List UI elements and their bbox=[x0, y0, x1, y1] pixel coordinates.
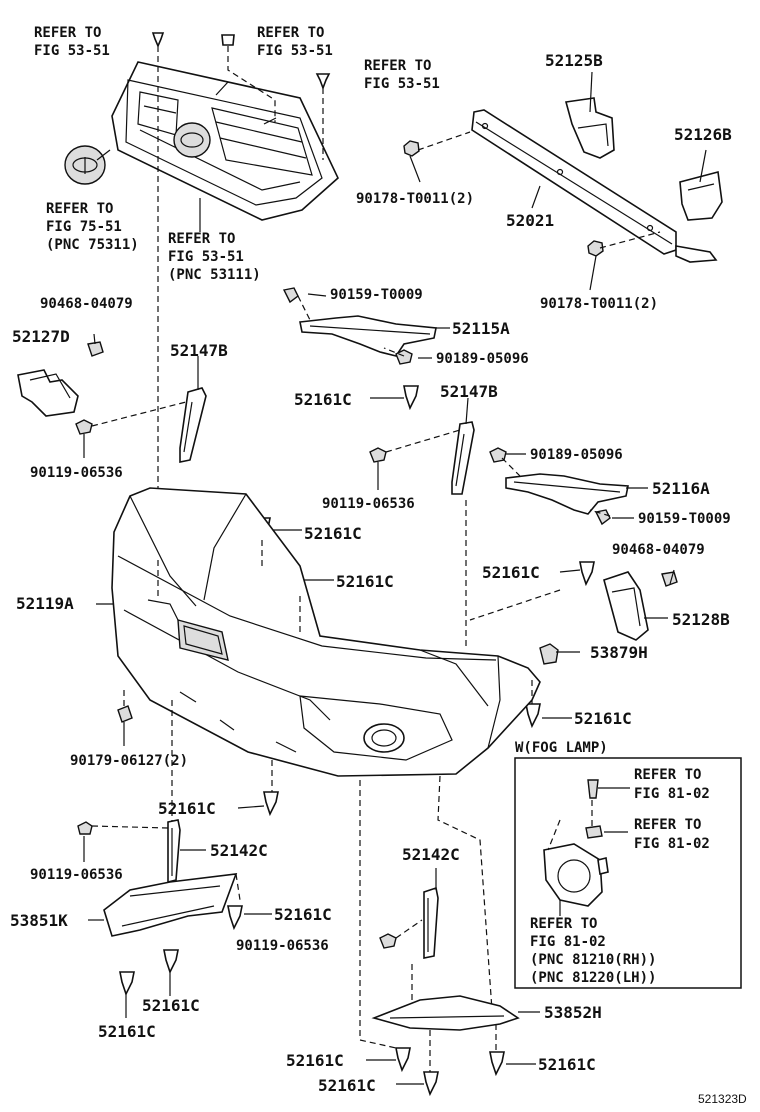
under-cover-53851k bbox=[103, 873, 238, 937]
part-label-52161c-a: 52161C bbox=[294, 390, 352, 409]
bracket-52116a bbox=[505, 473, 629, 515]
part-label-90468-a: 90468-04079 bbox=[40, 296, 133, 312]
part-label-52125b: 52125B bbox=[545, 51, 603, 70]
part-label-52147b-a: 52147B bbox=[170, 341, 228, 360]
screw-90119-icon bbox=[75, 419, 397, 949]
refer-pnc-lh: (PNC 81220(LH)) bbox=[530, 970, 656, 986]
refer-fig: FIG 53-51 bbox=[34, 43, 110, 59]
refer-fig: FIG 81-02 bbox=[530, 934, 606, 950]
part-label-90159-b: 90159-T0009 bbox=[638, 511, 731, 527]
refer-to-53-51-a: REFER TO FIG 53-51 bbox=[34, 25, 110, 59]
radiator-grille bbox=[111, 61, 339, 221]
part-label-90119-d: 90119-06536 bbox=[236, 938, 329, 954]
part-label-90178-a: 90178-T0011(2) bbox=[356, 191, 474, 207]
fog-lamp bbox=[543, 843, 609, 907]
refer-to-53-51-d: REFER TO FIG 53-51 (PNC 53111) bbox=[168, 231, 261, 283]
part-label-53879h: 53879H bbox=[590, 643, 648, 662]
fog-refer-a: REFER TO FIG 81-02 bbox=[634, 767, 710, 802]
part-label-52161c-d: 52161C bbox=[482, 563, 540, 582]
grille-clip-icon bbox=[151, 32, 331, 91]
fog-refer-b: REFER TO FIG 81-02 bbox=[634, 817, 710, 852]
refer-pnc: (PNC 53111) bbox=[168, 267, 261, 283]
part-label-52161c-i: 52161C bbox=[98, 1022, 156, 1041]
part-label-90189-a: 90189-05096 bbox=[436, 351, 529, 367]
bracket-52127d bbox=[17, 369, 79, 417]
refer-label: REFER TO bbox=[34, 25, 101, 41]
clip-90468-icon bbox=[87, 341, 678, 587]
part-label-52119a: 52119A bbox=[16, 594, 74, 613]
bracket-52128b bbox=[603, 571, 649, 641]
fog-lamp-title: W(FOG LAMP) bbox=[515, 740, 608, 756]
part-label-52142c-a: 52142C bbox=[210, 841, 268, 860]
refer-to-75-51: REFER TO FIG 75-51 (PNC 75311) bbox=[46, 201, 139, 253]
retainer-52147b-left bbox=[179, 387, 207, 463]
part-label-52161c-h: 52161C bbox=[142, 996, 200, 1015]
part-label-52161c-k: 52161C bbox=[318, 1076, 376, 1095]
fog-lamp-clip-icon bbox=[585, 825, 603, 839]
part-label-90159-a: 90159-T0009 bbox=[330, 287, 423, 303]
refer-label: REFER TO bbox=[634, 767, 701, 783]
part-label-52116a: 52116A bbox=[652, 479, 710, 498]
part-label-90178-b: 90178-T0011(2) bbox=[540, 296, 658, 312]
part-label-52161c-f: 52161C bbox=[158, 799, 216, 818]
part-label-52161c-j: 52161C bbox=[286, 1051, 344, 1070]
part-label-52115a: 52115A bbox=[452, 319, 510, 338]
retainer-52142c-right bbox=[423, 886, 439, 959]
refer-fig: FIG 53-51 bbox=[364, 76, 440, 92]
fog-lamp-bolt-icon bbox=[587, 779, 599, 799]
part-label-90468-b: 90468-04079 bbox=[612, 542, 705, 558]
part-label-90119-b: 90119-06536 bbox=[322, 496, 415, 512]
part-label-52161c-e: 52161C bbox=[574, 709, 632, 728]
part-label-53851k: 53851K bbox=[10, 911, 68, 930]
under-cover-53852h bbox=[371, 995, 520, 1031]
part-label-52147b-b: 52147B bbox=[440, 382, 498, 401]
clip-53879h-icon bbox=[539, 643, 559, 665]
refer-pnc-rh: (PNC 81210(RH)) bbox=[530, 952, 656, 968]
part-label-52142c-b: 52142C bbox=[402, 845, 460, 864]
retainer-52142c-left bbox=[167, 819, 181, 884]
part-label-90119-c: 90119-06536 bbox=[30, 867, 123, 883]
part-label-90189-b: 90189-05096 bbox=[530, 447, 623, 463]
bracket-52125b bbox=[564, 97, 615, 159]
part-label-52126b: 52126B bbox=[674, 125, 732, 144]
fog-lamp-box bbox=[514, 757, 742, 989]
refer-fig: FIG 81-02 bbox=[634, 836, 710, 852]
refer-label: REFER TO bbox=[530, 916, 597, 932]
part-label-52128b: 52128B bbox=[672, 610, 730, 629]
toyota-emblem bbox=[64, 145, 106, 185]
bracket-52115a bbox=[299, 315, 437, 357]
part-label-52161c-l: 52161C bbox=[538, 1055, 596, 1074]
refer-label: REFER TO bbox=[257, 25, 324, 41]
part-label-52127d: 52127D bbox=[12, 327, 70, 346]
refer-fig: FIG 81-02 bbox=[634, 786, 710, 802]
nut-90178-icon bbox=[403, 140, 604, 257]
refer-label: REFER TO bbox=[168, 231, 235, 247]
refer-fig: FIG 75-51 bbox=[46, 219, 122, 235]
refer-to-53-51-c: REFER TO FIG 53-51 bbox=[364, 58, 440, 92]
refer-fig: FIG 53-51 bbox=[168, 249, 244, 265]
fog-refer-c: REFER TO FIG 81-02 (PNC 81210(RH)) (PNC … bbox=[530, 916, 656, 986]
refer-fig: FIG 53-51 bbox=[257, 43, 333, 59]
refer-label: REFER TO bbox=[634, 817, 701, 833]
part-label-52161c-c: 52161C bbox=[336, 572, 394, 591]
part-label-90119-a: 90119-06536 bbox=[30, 465, 123, 481]
part-label-52161c-g: 52161C bbox=[274, 905, 332, 924]
refer-label: REFER TO bbox=[364, 58, 431, 74]
refer-label: REFER TO bbox=[46, 201, 113, 217]
part-label-52021: 52021 bbox=[506, 211, 554, 230]
retainer-52147b-center bbox=[451, 421, 475, 495]
refer-to-53-51-b: REFER TO FIG 53-51 bbox=[257, 25, 333, 59]
diagram-id: 521323D bbox=[698, 1092, 747, 1106]
part-label-53852h: 53852H bbox=[544, 1003, 602, 1022]
refer-pnc: (PNC 75311) bbox=[46, 237, 139, 253]
bracket-52126b bbox=[679, 170, 723, 221]
part-label-90179: 90179-06127(2) bbox=[70, 753, 188, 769]
bumper-reinforcement bbox=[471, 109, 718, 263]
part-label-52161c-b: 52161C bbox=[304, 524, 362, 543]
